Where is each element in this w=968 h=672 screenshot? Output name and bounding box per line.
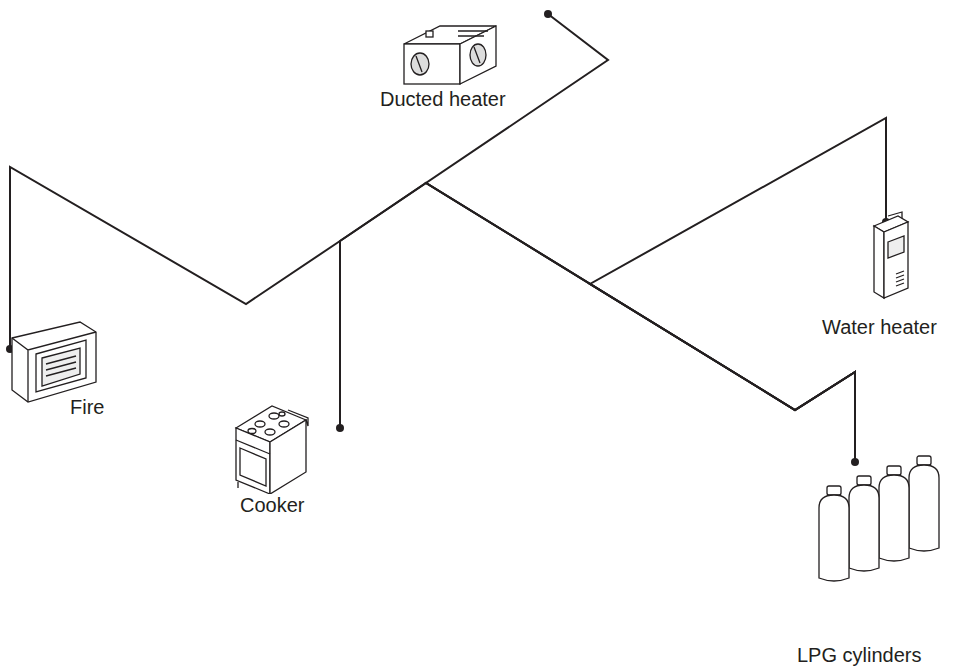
gas-pipe	[340, 183, 855, 462]
water-heater-icon	[868, 210, 912, 304]
lpg-cylinders-node: LPG cylinders	[793, 462, 962, 668]
gas-pipe	[426, 14, 855, 462]
gas-pipe	[10, 167, 855, 462]
fire-icon	[10, 318, 100, 408]
gas-pipe	[590, 118, 886, 462]
ducted-heater-node: Ducted heater	[376, 2, 548, 114]
lpg-cylinders-icon	[799, 454, 949, 598]
pipe-end-dot	[336, 424, 344, 432]
appliance-label: Fire	[68, 396, 106, 418]
water-heater-node: Water heater	[818, 222, 964, 342]
appliance-label: Water heater	[820, 316, 939, 338]
fire-node: Fire	[10, 318, 106, 418]
cooker-icon	[232, 396, 312, 504]
pipe-end-dot	[544, 10, 552, 18]
appliance-label: LPG cylinders	[795, 644, 924, 666]
cooker-node: Cooker	[226, 396, 340, 520]
ducted-heater-icon	[400, 2, 500, 90]
appliance-label: Cooker	[238, 494, 306, 516]
appliance-label: Ducted heater	[378, 88, 508, 110]
